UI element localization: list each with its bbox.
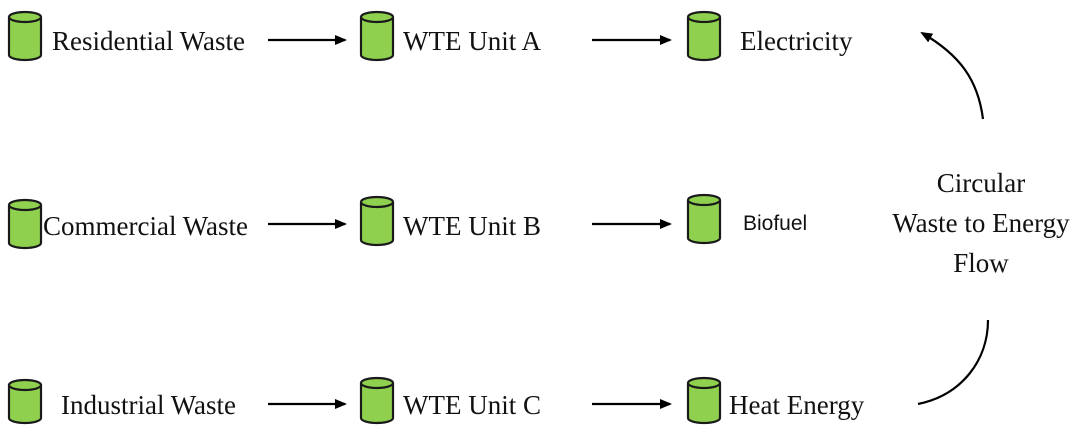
cylinder-body	[686, 200, 722, 245]
row-commercial: Commercial Waste WTE Unit B Biofuel	[7, 193, 807, 250]
cylinder-icon	[359, 376, 395, 425]
cylinder-icon	[359, 10, 395, 62]
cylinder-icon	[359, 195, 395, 247]
cylinder-top	[686, 193, 722, 207]
cylinder-icon	[686, 193, 722, 245]
output-label: Heat Energy	[729, 390, 865, 420]
cylinder-icon	[686, 10, 722, 62]
output-label: Biofuel	[743, 212, 807, 235]
cylinder-top	[686, 10, 722, 24]
cylinder-top	[359, 195, 395, 209]
cycle-label-line-2: Waste to Energy	[892, 208, 1070, 238]
cylinder-icon	[7, 378, 43, 425]
cylinder-top	[686, 376, 722, 390]
cycle-label-line-3: Flow	[953, 248, 1009, 278]
output-label: Electricity	[740, 26, 853, 56]
source-label: Residential Waste	[52, 26, 245, 56]
cylinder-icon	[686, 376, 722, 425]
cylinder-body	[686, 17, 722, 62]
cylinder-top	[7, 378, 43, 392]
cylinder-icon	[7, 10, 43, 62]
source-label: Industrial Waste	[61, 390, 236, 420]
cylinder-body	[7, 17, 43, 62]
cylinder-top	[7, 10, 43, 24]
cylinder-body	[359, 17, 395, 62]
cylinder-body	[7, 385, 43, 425]
source-label: Commercial Waste	[43, 211, 248, 241]
cylinder-top	[359, 376, 395, 390]
cylinder-body	[686, 383, 722, 425]
cycle-label: Circular Waste to Energy Flow	[892, 168, 1070, 278]
cylinder-top	[7, 198, 43, 212]
cylinder-icon	[7, 198, 43, 250]
unit-label: WTE Unit B	[403, 211, 541, 241]
unit-label: WTE Unit A	[403, 26, 541, 56]
cylinder-body	[359, 202, 395, 247]
curved-arrow-to-electricity	[920, 31, 985, 120]
cylinder-top	[359, 10, 395, 24]
row-industrial: Industrial Waste WTE Unit C Heat Energy	[7, 376, 865, 425]
row-residential: Residential Waste WTE Unit A Electricity	[7, 10, 853, 62]
cycle-label-line-1: Circular	[937, 168, 1025, 198]
curved-flow-line-from-heat	[917, 319, 990, 406]
unit-label: WTE Unit C	[403, 390, 541, 420]
cylinder-body	[7, 205, 43, 250]
cylinder-body	[359, 383, 395, 425]
